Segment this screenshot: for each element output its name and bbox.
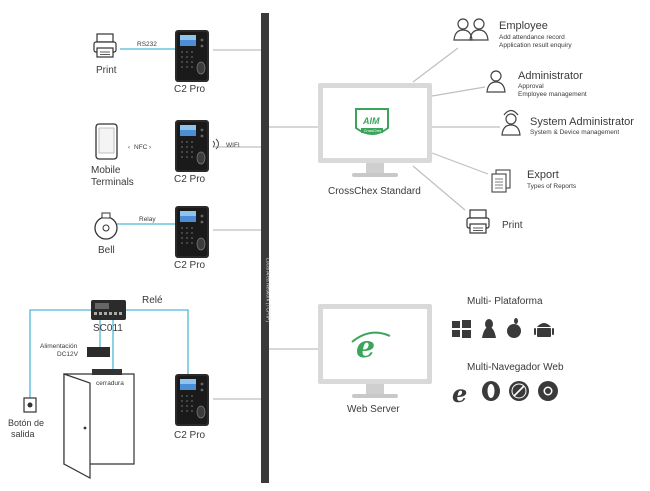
safari-icon	[509, 381, 529, 401]
multi-browser-title: Multi-Navegador Web	[467, 362, 564, 373]
android-icon	[534, 323, 554, 337]
internet-explorer-icon: e	[452, 379, 467, 408]
export-icon	[491, 169, 511, 193]
export-title: Export	[527, 169, 559, 181]
sc011-label: SC011	[93, 323, 123, 334]
exit-label-2: salida	[11, 429, 35, 439]
role-print: Print	[466, 209, 523, 234]
mobile-label-1: Mobile	[91, 165, 121, 176]
role-export: Export Types of Reports	[491, 169, 577, 193]
door: cerradura	[63, 369, 135, 480]
employee-title: Employee	[499, 20, 548, 32]
print-label: Print	[96, 65, 117, 76]
opera-icon	[482, 381, 500, 401]
rele-label: Relé	[142, 295, 163, 306]
lock-label: cerradura	[96, 380, 124, 387]
bell-label: Bell	[98, 245, 115, 256]
lan-backbone	[261, 13, 269, 483]
windows-icon	[452, 320, 471, 338]
svg-text:›: ›	[149, 145, 151, 151]
right-connection-lines	[269, 47, 500, 350]
nfc-label: NFC	[134, 144, 148, 151]
power-supply: Alimentación DC12V	[40, 343, 110, 358]
door-leaf	[63, 373, 91, 480]
power-supply-icon	[87, 347, 110, 357]
exit-label-1: Botón de	[8, 418, 44, 428]
crosschex-monitor: AIM CrossChex CrossChex Standard	[318, 83, 432, 197]
employee-line2: Application result enquiry	[499, 42, 572, 49]
c2pro-device-2: C2 Pro	[174, 119, 210, 185]
rs232-printer: RS232 Print	[93, 33, 175, 76]
role-print-label: Print	[502, 220, 523, 231]
c2pro-device-3: C2 Pro	[174, 205, 210, 271]
lock-icon	[92, 369, 122, 375]
bell-icon	[94, 216, 118, 240]
admin-line2: Employee management	[518, 91, 587, 98]
c2pro-label-3: C2 Pro	[174, 260, 206, 271]
c2pro-label-1: C2 Pro	[174, 84, 206, 95]
admin-title: Administrator	[518, 70, 583, 82]
power-label-2: DC12V	[57, 351, 79, 358]
crosschex-logo-sub: CrossChex	[364, 129, 382, 133]
ie-logo-icon: e	[356, 330, 375, 365]
c2pro-label-4: C2 Pro	[174, 430, 206, 441]
employee-icon	[453, 18, 489, 41]
admin-line1: Approval	[518, 83, 544, 90]
bell: Relay Bell	[94, 212, 175, 256]
exit-button: Botón de salida	[8, 397, 44, 439]
relay-label: Relay	[139, 216, 156, 223]
apple-icon	[507, 318, 521, 338]
c2pro-device-1: C2 Pro	[174, 29, 210, 95]
lan-backbone-label: Local Area Network (TCP/IP)	[265, 258, 271, 323]
svg-text:‹: ‹	[128, 145, 130, 151]
sysadmin-line1: System & Device management	[530, 129, 619, 136]
administrator-icon	[486, 70, 506, 93]
employee-line1: Add attendance record	[499, 34, 565, 41]
system-administrator-icon	[501, 109, 521, 136]
wifi-label: WIFI	[226, 142, 240, 149]
mobile-terminals: ‹ NFC › Mobile Terminals	[91, 123, 151, 188]
multi-platform-title: Multi- Plataforma	[467, 296, 543, 307]
left-connection-lines	[213, 49, 261, 400]
printer-icon	[466, 209, 490, 234]
webserver-monitor: e Web Server	[318, 304, 432, 415]
role-administrator: Administrator Approval Employee manageme…	[486, 70, 587, 98]
sysadmin-title: System Administrator	[530, 116, 634, 128]
wifi-link: WIFI	[212, 138, 240, 150]
role-system-administrator: System Administrator System & Device man…	[501, 109, 634, 136]
export-line1: Types of Reports	[527, 183, 577, 190]
sc011-controller: SC011 Relé	[91, 295, 163, 334]
linux-icon	[482, 319, 496, 338]
rs232-label: RS232	[137, 41, 157, 48]
crosschex-logo-icon	[355, 108, 389, 135]
chrome-icon	[538, 381, 558, 401]
mobile-label-2: Terminals	[91, 177, 134, 188]
c2pro-device-4: C2 Pro	[174, 373, 210, 441]
power-label-1: Alimentación	[40, 343, 78, 350]
webserver-label: Web Server	[347, 404, 400, 415]
crosschex-logo-text: AIM	[362, 116, 380, 126]
access-control-wiring	[29, 309, 189, 398]
c2pro-label-2: C2 Pro	[174, 174, 206, 185]
crosschex-label: CrossChex Standard	[328, 186, 421, 197]
role-employee: Employee Add attendance record Applicati…	[453, 18, 572, 49]
